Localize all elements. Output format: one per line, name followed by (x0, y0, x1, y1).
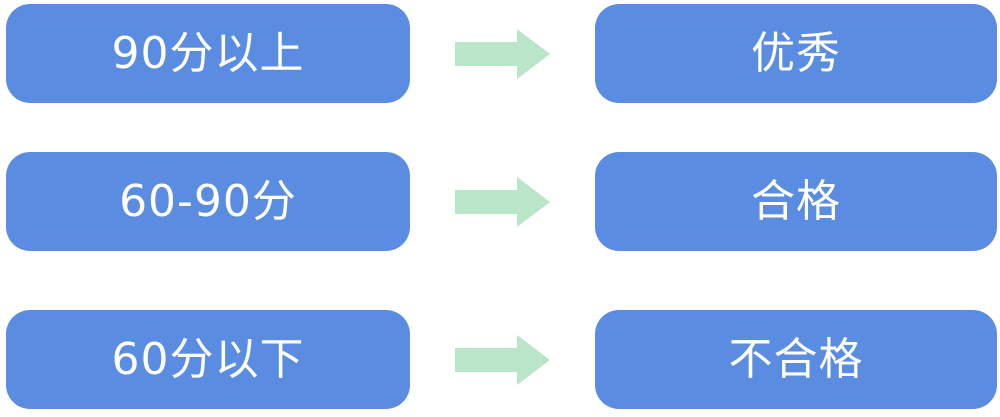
grade-box-2: 合格 (595, 152, 997, 251)
arrow-cell-1 (410, 28, 595, 79)
score-range-box-2: 60-90分 (6, 152, 410, 251)
right-arrow-icon (455, 28, 550, 79)
right-arrow-icon (455, 176, 550, 227)
flow-row-1: 90分以上 优秀 (0, 4, 1000, 103)
grade-box-3: 不合格 (595, 310, 997, 409)
score-range-box-3: 60分以下 (6, 310, 410, 409)
grade-box-1: 优秀 (595, 4, 997, 103)
flow-row-3: 60分以下 不合格 (0, 310, 1000, 409)
right-arrow-icon (455, 334, 550, 385)
score-range-box-1: 90分以上 (6, 4, 410, 103)
arrow-cell-3 (410, 334, 595, 385)
flow-row-2: 60-90分 合格 (0, 152, 1000, 251)
arrow-cell-2 (410, 176, 595, 227)
